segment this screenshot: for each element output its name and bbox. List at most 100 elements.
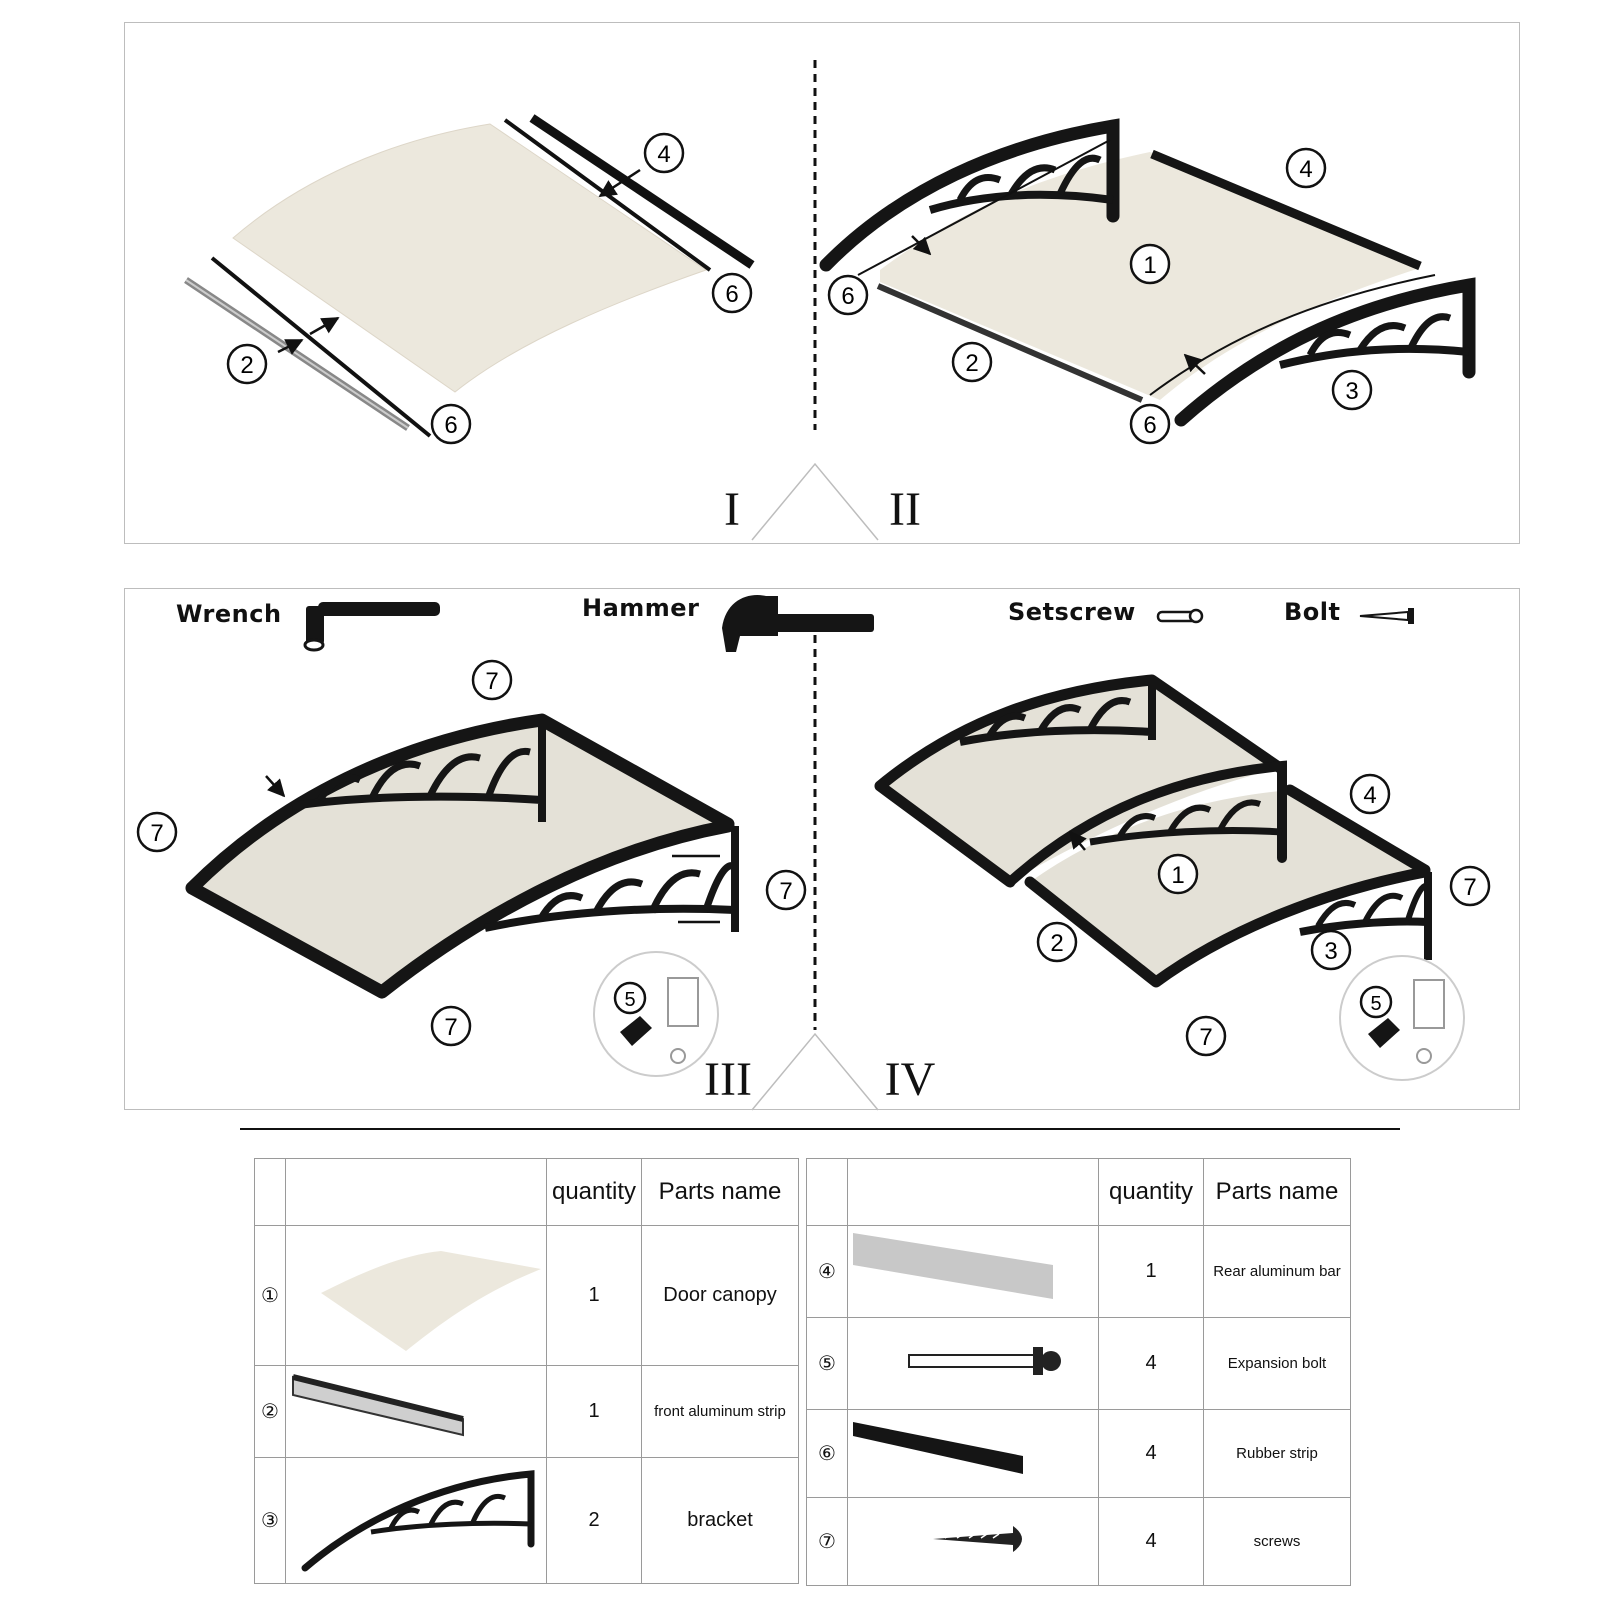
part-quantity: 2 [546,1457,642,1584]
part-name: Expansion bolt [1203,1317,1351,1410]
step-diagram-top: 4 6 2 6 I II 4 1 6 2 3 6 [184,60,1476,541]
bracket-right [1299,872,1432,960]
part-quantity: 1 [546,1225,642,1366]
callout-6: 6 [1129,403,1171,445]
svg-text:5: 5 [1370,993,1381,1015]
svg-text:5: 5 [624,989,635,1011]
rubber-strip-front [210,256,432,438]
svg-text:4: 4 [1299,156,1312,183]
canopy-frame [1024,784,1431,988]
bracket-right [1174,277,1476,427]
table-row: ⑦ 4 screws [806,1497,1351,1586]
table-row: ⑤ 4 Expansion bolt [806,1317,1351,1410]
part-index: ⑦ [806,1497,848,1586]
part-name: screws [1203,1497,1351,1586]
svg-text:2: 2 [965,350,978,377]
part-index: ⑥ [806,1409,848,1498]
callout-2: 2 [1036,921,1078,963]
callout-2: 2 [226,343,268,385]
callout-6: 6 [711,272,753,314]
bolt-icon [1359,608,1414,624]
part-name: front aluminum strip [641,1365,799,1458]
part-quantity: 4 [1098,1409,1204,1498]
svg-text:7: 7 [1463,874,1476,901]
tool-label-setscrew: Setscrew [1008,598,1136,626]
bracket-left [1005,760,1287,887]
canopy-sheet-icon [321,1251,541,1351]
callout-3: 3 [1310,929,1352,971]
callout-7: 7 [430,1005,472,1047]
header-image [847,1158,1099,1226]
table-row: ④ 1 Rear aluminum bar [806,1225,1351,1318]
part-image [847,1409,1099,1498]
step-label-1: I [724,483,740,536]
callout-7: 7 [136,811,178,853]
callout-5: 5 [613,981,647,1015]
callout-4: 4 [1349,773,1391,815]
part-name: bracket [641,1457,799,1584]
bracket-icon [301,1470,535,1572]
svg-text:1: 1 [1143,252,1156,279]
rubber-strip [857,139,1111,276]
part-image [285,1457,547,1584]
header-index [254,1158,286,1226]
tool-label-hammer: Hammer [582,594,700,622]
callout-1: 1 [1157,853,1199,895]
step-label-2: II [889,483,921,536]
parts-table-left: quantity Parts name ① 1 Door canopy ② 1 … [254,1158,799,1584]
svg-text:3: 3 [1345,378,1358,405]
aluminum-bar-rear [529,114,755,269]
part-image [285,1365,547,1458]
header-quantity: quantity [546,1158,642,1226]
header-quantity: quantity [1098,1158,1204,1226]
part-image [285,1225,547,1366]
svg-text:6: 6 [1143,412,1156,439]
callout-3: 3 [1331,369,1373,411]
svg-text:3: 3 [1324,938,1337,965]
callout-2: 2 [951,341,993,383]
part-name: Rubber strip [1203,1409,1351,1498]
callout-1: 1 [1129,243,1171,285]
aluminum-strip-front [876,283,1144,403]
part-index: ④ [806,1225,848,1318]
hammer-icon [722,595,874,652]
svg-text:1: 1 [1171,862,1184,889]
part-quantity: 4 [1098,1497,1204,1586]
svg-text:4: 4 [1363,782,1376,809]
step-panel-top [124,22,1520,544]
svg-text:2: 2 [1050,930,1063,957]
svg-text:6: 6 [841,283,854,310]
svg-text:7: 7 [485,668,498,695]
svg-text:2: 2 [240,352,253,379]
callout-7: 7 [1449,865,1491,907]
screw-icon [933,1526,1022,1552]
rubber-strip-icon [853,1422,1023,1474]
rubber-strip [1149,274,1436,396]
part-index: ② [254,1365,286,1458]
wrench-icon [303,602,440,652]
part-name: Door canopy [641,1225,799,1366]
expansion-bolt-detail [1339,955,1465,1081]
part-index: ⑤ [806,1317,848,1410]
bracket-right [484,826,739,932]
callout-7: 7 [1185,1015,1227,1057]
part-index: ① [254,1225,286,1366]
header-image [285,1158,547,1226]
callout-4: 4 [643,132,685,174]
step-diagram-bottom: 7 7 7 7 5 III IV 4 1 7 2 3 7 5 [136,595,1491,1111]
part-quantity: 1 [546,1365,642,1458]
parts-table-right: quantity Parts name ④ 1 Rear aluminum ba… [806,1158,1351,1586]
svg-text:7: 7 [444,1014,457,1041]
canopy-sheet-installed [880,680,1280,882]
step-panel-bottom [124,588,1520,1110]
canopy-sheet [192,720,728,992]
step-notch [751,1032,879,1111]
separator-line [240,1128,1400,1130]
step-notch [751,462,879,541]
canopy-sheet [232,123,708,393]
callout-6: 6 [827,274,869,316]
canopy-frame [185,713,735,999]
expansion-bolt-detail [593,951,719,1077]
header-parts-name: Parts name [641,1158,799,1226]
aluminum-strip-icon [292,1374,464,1437]
